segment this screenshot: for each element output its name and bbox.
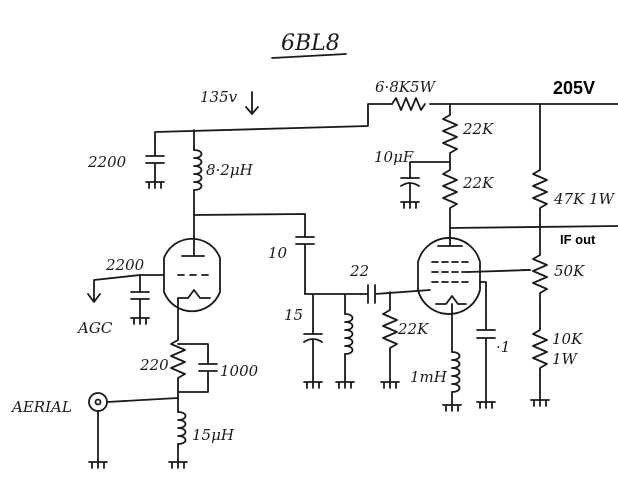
tank-node [304, 293, 361, 335]
agc-wire [87, 274, 141, 303]
resistor-22k-lower [442, 161, 458, 229]
pentode-tube [417, 227, 531, 321]
resistor-220 [170, 339, 186, 399]
cap-0-1 [476, 319, 496, 409]
aerial-connector [88, 392, 179, 469]
dropper-resistor-label: 6·8K5W [375, 78, 437, 96]
tap-arrow [245, 91, 259, 115]
resistor-22k-grid-label: 22K [397, 320, 429, 338]
cap-2200-grid-label: 2200 [105, 256, 145, 274]
cap-22-label: 22 [349, 262, 369, 280]
agc-label: AGC [76, 319, 113, 337]
resistor-22k-upper [442, 103, 458, 163]
inductor-8-2uh [193, 129, 203, 216]
cap-10-label: 10 [268, 244, 288, 262]
resistor-22k-lower-label: 22K [462, 174, 494, 192]
aerial-label: AERIAL [10, 398, 72, 416]
cap-0-1-label: ·1 [496, 338, 510, 356]
tap-voltage-label: 135v [200, 88, 238, 106]
cap-10uf-label: 10μF [374, 148, 414, 166]
cap-10uf [400, 177, 420, 209]
pot-50k-label: 50K [554, 262, 585, 280]
supply-rail [154, 97, 618, 139]
inductor-8-2uh-label: 8·2μH [206, 161, 254, 179]
resistor-47k-label: 47K 1W [553, 190, 616, 208]
inductor-15uh [168, 397, 188, 469]
if-out-label: IF out [560, 232, 596, 247]
triode-tube [163, 214, 221, 313]
cap-2200-grid [130, 291, 150, 325]
resistor-22k-upper-label: 22K [462, 120, 494, 138]
title-underline [271, 53, 347, 59]
if-out-line [449, 225, 618, 229]
cap-2200-top [145, 137, 165, 189]
cap-1000 [177, 343, 218, 393]
resistor-47k [532, 169, 548, 229]
cap-15-label: 15 [284, 306, 303, 324]
resistor-10k-label: 10K [552, 330, 583, 348]
inductor-15uh-label: 15μH [192, 426, 235, 444]
grid-wire [139, 274, 165, 293]
title-label: 6BL8 [281, 31, 340, 56]
inductor-1mh [442, 303, 462, 412]
resistor-220-label: 220 [139, 356, 169, 374]
inductor-1mh-label: 1mH [410, 368, 448, 386]
resistor-10k-rating: 1W [552, 350, 579, 368]
tank-coil [335, 313, 355, 389]
cap-22 [359, 284, 431, 304]
cap-1000-label: 1000 [220, 362, 259, 380]
cap-15 [303, 333, 323, 389]
decoupling-wire [409, 161, 451, 179]
cap-10 [295, 236, 315, 295]
resistor-22k-grid [380, 291, 400, 389]
cap-2200-top-label: 2200 [87, 153, 127, 171]
pot-50k [521, 227, 548, 311]
resistor-10k [530, 309, 550, 407]
plate-wire [193, 213, 306, 238]
supply-voltage-label: 205V [553, 78, 595, 98]
